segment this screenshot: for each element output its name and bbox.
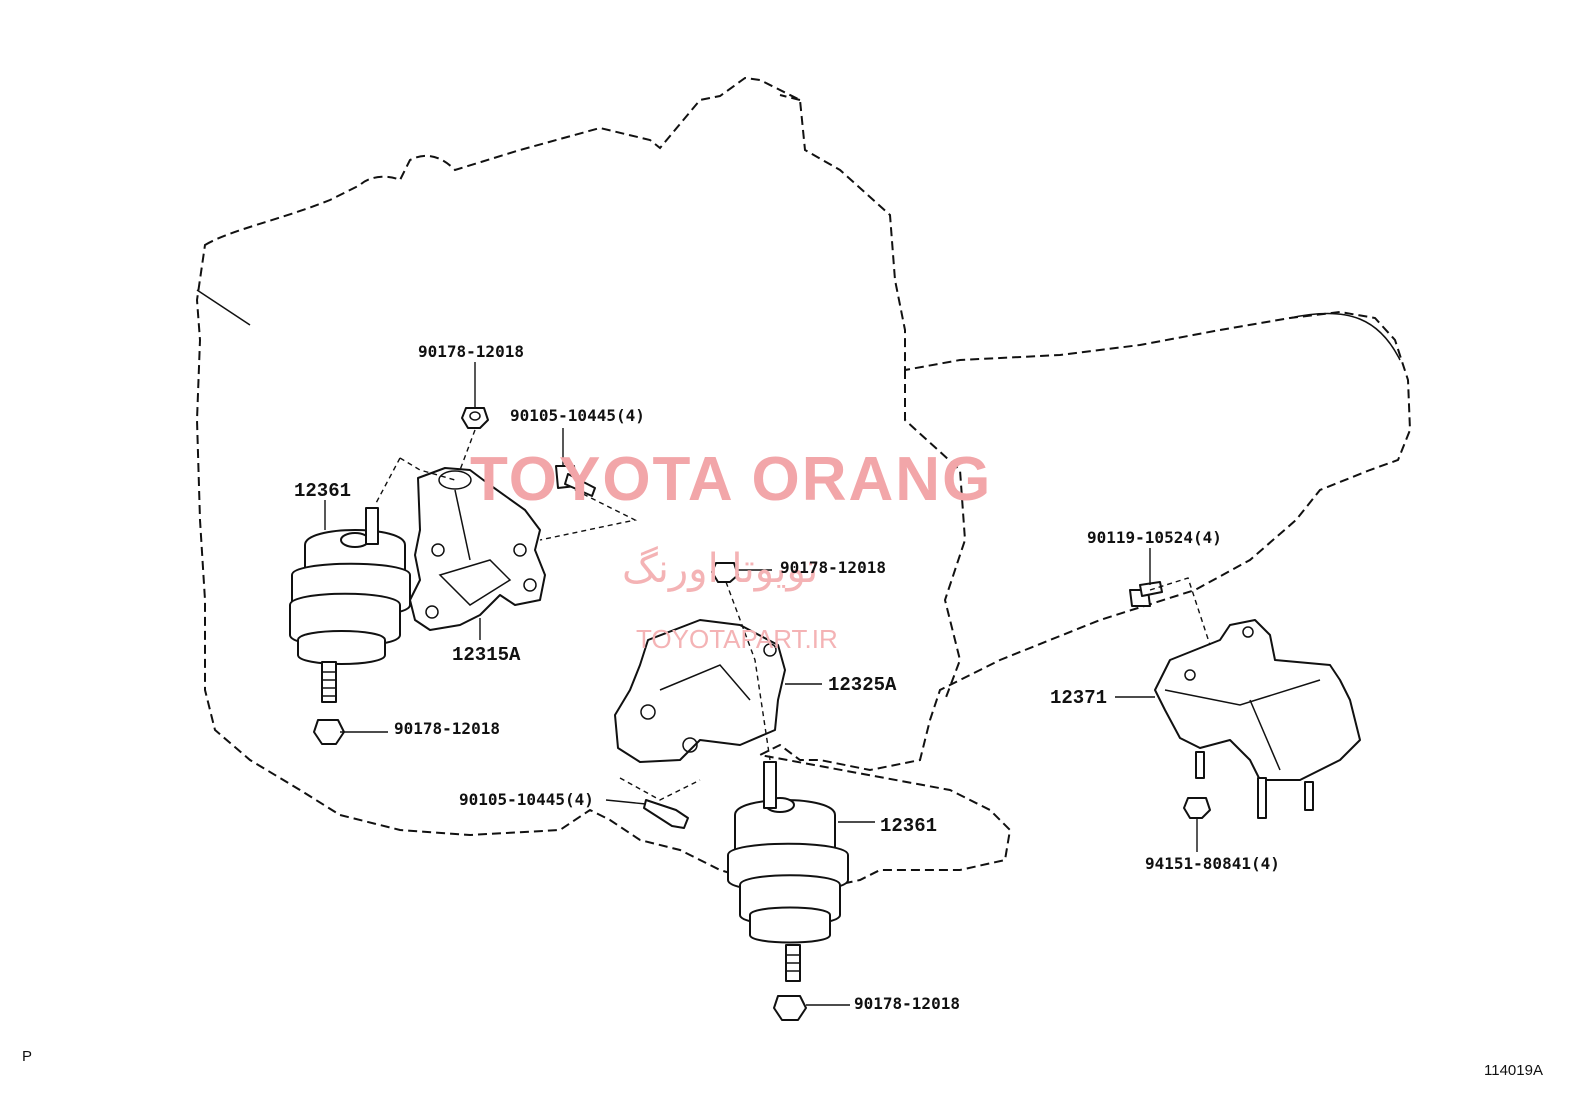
figure-code: 114019A: [1484, 1062, 1543, 1079]
dashed-leaders: [374, 429, 1211, 801]
label-bracket-left: 12315A: [452, 644, 521, 666]
label-bracket-top-nut: 90178-12018: [418, 342, 524, 361]
bolt-center: [643, 799, 689, 829]
watermark-site: TOYOTAPART.IR: [636, 624, 838, 654]
label-rear-nut: 94151-80841(4): [1145, 854, 1280, 873]
label-bracket-right: 12325A: [828, 674, 897, 696]
label-center-bolt: 90105-10445(4): [459, 790, 594, 809]
insulator-center-12361: [727, 761, 849, 982]
nut-center-top: [711, 562, 739, 583]
part-labels: 90178-12018 90105-10445(4) 12361 12315A …: [294, 342, 1280, 1013]
label-center-nut: 90178-12018: [780, 558, 886, 577]
label-rear-mount: 12371: [1050, 687, 1107, 709]
label-insulator-center: 12361: [880, 815, 937, 837]
label-insulator-left: 12361: [294, 480, 351, 502]
watermark-brand-persian: تویوتا اورنگ: [622, 546, 818, 592]
nut-center-bottom: [773, 995, 807, 1021]
rear-mount-12371: [1154, 619, 1361, 819]
bracket-12315a: [409, 467, 546, 631]
watermark-brand: TOYOTA ORANG: [470, 445, 992, 514]
label-insulator-center-nut: 90178-12018: [854, 994, 960, 1013]
bolt-left-top: [555, 465, 596, 497]
bracket-12325a: [614, 619, 786, 763]
insulator-left-12361: [289, 507, 411, 703]
nut-left-top: [461, 407, 489, 429]
corner-mark-left: P: [22, 1048, 32, 1065]
label-leaders: [324, 362, 1198, 1006]
label-bracket-top-bolt: 90105-10445(4): [510, 406, 645, 425]
engine-outline: [195, 76, 1412, 897]
label-rear-bolt: 90119-10524(4): [1087, 528, 1222, 547]
nut-left-bottom: [313, 719, 345, 745]
label-insulator-left-nut: 90178-12018: [394, 719, 500, 738]
nut-rear: [1183, 797, 1211, 819]
watermark: TOYOTA ORANG تویوتا اورنگ TOYOTAPART.IR: [470, 445, 992, 654]
